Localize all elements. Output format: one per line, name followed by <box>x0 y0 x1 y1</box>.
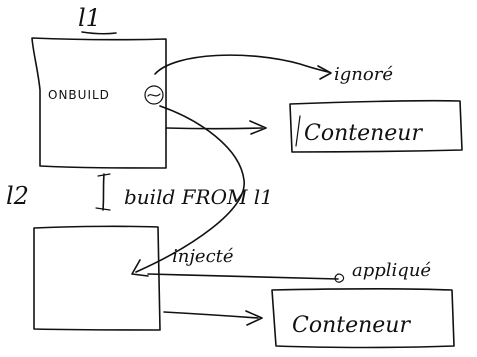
ignored-annotation: ignoré <box>334 64 393 85</box>
container1-left-stroke <box>295 115 301 147</box>
container1-label: Conteneur <box>304 121 423 146</box>
image1-box <box>31 37 167 169</box>
build-from-top-tick <box>97 173 111 177</box>
arrow-ignored-head <box>317 65 332 80</box>
arrow-to-container1-head <box>249 120 267 135</box>
onbuild-marker-squiggle <box>147 93 161 97</box>
injected-annotation: injecté <box>172 246 234 267</box>
container2-box <box>271 288 455 349</box>
container2-label: Conteneur <box>292 313 411 338</box>
image1-label-underline <box>81 31 117 35</box>
arrow-injected <box>135 105 245 273</box>
arrow-injected-head <box>131 259 149 277</box>
arrow-to-container2 <box>163 311 259 319</box>
build-from-line <box>102 173 105 211</box>
image1-onbuild-text: ONBUILD <box>48 88 110 102</box>
arrow-applied <box>147 273 339 280</box>
arrow-to-container1 <box>165 127 263 130</box>
arrow-applied-head <box>334 273 345 283</box>
build-from-bottom-tick <box>95 207 111 211</box>
container1-box <box>289 99 463 153</box>
image1-label: l1 <box>78 4 101 32</box>
image2-label: l2 <box>6 182 29 210</box>
onbuild-marker-circle <box>144 85 164 105</box>
image2-box <box>33 225 161 331</box>
build-from-annotation: build FROM l1 <box>124 185 273 209</box>
arrow-ignored <box>154 54 329 75</box>
arrow-to-container2-head <box>245 310 263 326</box>
applied-annotation: appliqué <box>352 260 431 281</box>
